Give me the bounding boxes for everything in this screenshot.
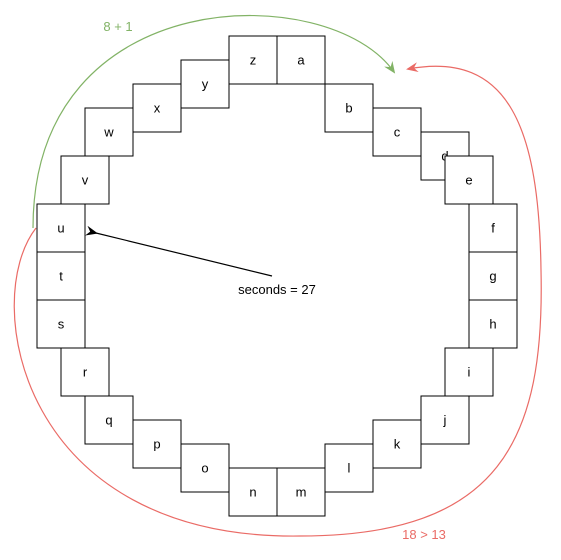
letter-text: x: [154, 101, 161, 116]
letter-box: [132, 419, 182, 469]
letter-text: j: [443, 413, 447, 428]
letter-text: r: [83, 365, 88, 380]
letter-text: m: [296, 485, 307, 500]
letter-cell-c: c: [372, 107, 422, 157]
letter-text: f: [491, 221, 495, 236]
letter-cell-g: g: [468, 251, 518, 301]
shift-arrow-red: [13, 62, 542, 537]
letter-text: g: [489, 269, 496, 284]
letter-box: [84, 107, 134, 157]
letter-text: c: [394, 125, 401, 140]
letter-cell-w: w: [84, 107, 134, 157]
letter-cell-y: y: [180, 59, 230, 109]
letter-box: [36, 299, 86, 349]
letter-box: [372, 107, 422, 157]
shift-label-green: 8 + 1: [103, 19, 132, 34]
letter-cell-h: h: [468, 299, 518, 349]
letter-cell-u: u: [36, 203, 86, 253]
letter-cell-v: v: [60, 155, 110, 205]
letter-box: [36, 251, 86, 301]
shift-arrow-green: [32, 14, 396, 229]
letter-text: v: [82, 173, 89, 188]
letter-cell-e: e: [444, 155, 494, 205]
letter-box: [324, 443, 374, 493]
letter-box: [60, 347, 110, 397]
letter-text: h: [489, 317, 496, 332]
letter-cell-x: x: [132, 83, 182, 133]
letter-text: i: [468, 365, 471, 380]
letter-text: e: [465, 173, 472, 188]
letter-box: [276, 35, 326, 85]
letter-text: b: [345, 101, 352, 116]
letter-cell-l: l: [324, 443, 374, 493]
letter-box: [84, 395, 134, 445]
letter-cell-t: t: [36, 251, 86, 301]
letter-text: s: [58, 317, 65, 332]
letter-text: u: [57, 221, 64, 236]
letter-cell-m: m: [276, 467, 326, 517]
letter-box: [36, 203, 86, 253]
letter-box: [276, 467, 326, 517]
letter-cell-s: s: [36, 299, 86, 349]
letter-text: l: [348, 461, 351, 476]
letter-box: [420, 395, 470, 445]
letter-box: [228, 467, 278, 517]
letter-box: [60, 155, 110, 205]
letter-cell-i: i: [444, 347, 494, 397]
letter-text: y: [202, 77, 209, 92]
letter-cell-q: q: [84, 395, 134, 445]
seconds-arrow: [85, 225, 273, 277]
letter-box: [180, 59, 230, 109]
letter-cell-n: n: [228, 467, 278, 517]
letter-cell-f: f: [468, 203, 518, 253]
letter-cell-a: a: [276, 35, 326, 85]
letter-text: n: [249, 485, 256, 500]
seconds-label: seconds = 27: [238, 282, 316, 297]
letter-cell-p: p: [132, 419, 182, 469]
letter-cell-b: b: [324, 83, 374, 133]
letter-text: q: [105, 413, 112, 428]
letter-cell-r: r: [60, 347, 110, 397]
letter-box: [444, 347, 494, 397]
letter-text: z: [250, 53, 257, 68]
letter-text: a: [297, 53, 305, 68]
letter-cell-j: j: [420, 395, 470, 445]
letter-cell-z: z: [228, 35, 278, 85]
letter-text: p: [153, 437, 160, 452]
letter-box: [324, 83, 374, 133]
letter-box: [468, 299, 518, 349]
letter-cell-o: o: [180, 443, 230, 493]
letter-box: [228, 35, 278, 85]
letter-text: w: [103, 125, 114, 140]
letter-cell-k: k: [372, 419, 422, 469]
shift-label-red: 18 > 13: [402, 527, 446, 542]
letter-text: t: [59, 269, 63, 284]
letter-text: o: [201, 461, 208, 476]
letter-text: k: [394, 437, 401, 452]
letter-ring: abcdefghijklmnopqrstuvwxyz: [36, 35, 518, 517]
letter-box: [132, 83, 182, 133]
